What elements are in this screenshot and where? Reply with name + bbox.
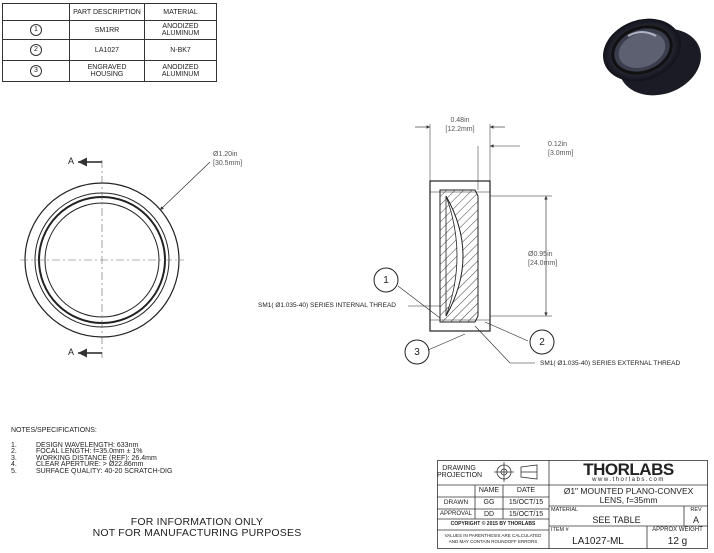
section-label-top: A — [68, 156, 75, 166]
list-item: 5.SURFACE QUALITY: 40-20 SCRATCH-DIG — [11, 467, 173, 475]
thorlabs-logo: THORLABS — [583, 460, 674, 479]
side-view — [373, 124, 555, 365]
outer-diameter-dimension: Ø1.20in[30.5mm] — [213, 151, 243, 167]
weight-label: APPROX WEIGHT — [652, 527, 703, 533]
item-value: LA1027-ML — [572, 536, 624, 547]
drawn-date: 15/OCT/15 — [508, 499, 544, 506]
aperture-dimension: Ø0.95in[24.0mm] — [528, 251, 558, 267]
width-dimension: 0.48in[12.2mm] — [445, 117, 475, 133]
parts-table: PART DESCRIPTION MATERIAL 1 SM1RR ANODIZ… — [2, 3, 217, 82]
rev-value: A — [692, 515, 699, 525]
item-balloon: 2 — [30, 44, 42, 56]
approval-date: 15/OCT/15 — [508, 511, 544, 518]
copyright: COPYRIGHT © 2015 BY THORLABS — [450, 521, 536, 527]
drawn-name: GG — [483, 499, 495, 506]
parts-table-header: PART DESCRIPTION MATERIAL — [2, 3, 217, 21]
balloon-2: 2 — [539, 337, 545, 348]
material-value: SEE TABLE — [592, 515, 641, 525]
list-item: 3.WORKING DISTANCE (REF): 26.4mm — [11, 454, 157, 462]
rev-label: REV — [690, 507, 702, 513]
col-name-header: NAME — [478, 487, 500, 494]
front-view — [20, 157, 211, 358]
weight-value: 12 g — [667, 536, 688, 547]
col-date-header: DATE — [516, 487, 536, 494]
section-label-bottom: A — [68, 347, 75, 357]
list-item: 4.CLEAR APERTURE: > Ø22.86mm — [11, 461, 144, 469]
material-label: MATERIAL — [551, 507, 579, 513]
balloon-3: 3 — [414, 347, 420, 358]
lip-dimension: 0.12in[3.0mm] — [548, 141, 574, 157]
approval-label: APPROVAL — [440, 511, 472, 517]
item-label: ITEM # — [551, 527, 569, 533]
internal-thread-callout: SM1( Ø1.035-40) SERIES INTERNAL THREAD — [258, 302, 396, 309]
website: www.thorlabs.com — [592, 477, 665, 483]
drawn-label: DRAWN — [443, 499, 469, 506]
item-balloon: 1 — [30, 24, 42, 36]
list-item: 1.DESIGN WAVELENGTH: 633nm — [11, 441, 139, 449]
approval-name: DD — [483, 511, 495, 518]
list-item: 2.FOCAL LENGTH: f=35.0mm ± 1% — [11, 448, 143, 456]
external-thread-callout: SM1( Ø1.035-40) SERIES EXTERNAL THREAD — [540, 360, 681, 367]
item-balloon: 3 — [30, 65, 42, 77]
notes-title: NOTES/SPECIFICATIONS: — [11, 427, 97, 434]
balloon-1: 1 — [383, 275, 389, 286]
notes-specifications: NOTES/SPECIFICATIONS: 1.DESIGN WAVELENGT… — [11, 427, 173, 476]
product-photo — [603, 18, 701, 96]
